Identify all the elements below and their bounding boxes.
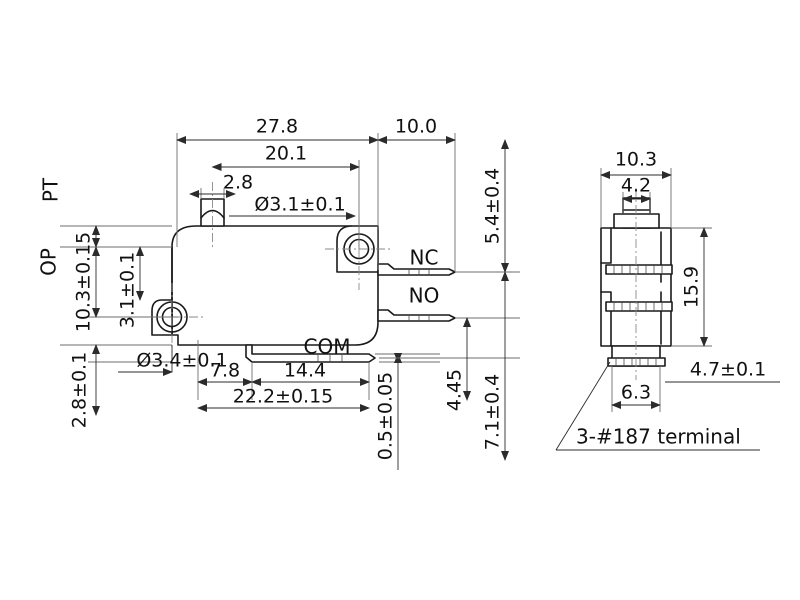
com-terminal xyxy=(245,344,376,363)
dim-side-plunger-width: 4.2 xyxy=(621,175,651,203)
dim-terminal-thickness-text: 0.5±0.05 xyxy=(375,372,397,460)
dim-bottom-offset-text: 2.8±0.1 xyxy=(69,352,91,428)
dim-total-base: 22.2±0.15 xyxy=(197,386,370,412)
side-view-dimensions: 10.3 4.2 15.9 4.7±0.1 6.3 xyxy=(555,149,780,451)
dim-hole-offset-vertical-text: 3.1±0.1 xyxy=(117,252,139,328)
label-no-text: NO xyxy=(409,284,440,308)
dim-side-terminal-offset: 4.7±0.1 xyxy=(665,359,780,383)
side-terminal-bottom xyxy=(607,357,666,367)
label-op-text: OP xyxy=(37,248,61,276)
dim-overall-height-right: 7.1±0.4 xyxy=(482,271,509,461)
side-view-geometry xyxy=(600,188,673,380)
label-pt: PT xyxy=(39,177,100,248)
side-left-step-lower xyxy=(600,291,612,347)
dim-side-terminal-offset-text: 4.7±0.1 xyxy=(690,359,766,381)
front-view-dimensions: 27.8 10.0 20.1 2.8 Ø3.1±0.1 xyxy=(37,116,520,470)
side-plunger-collar xyxy=(613,213,660,229)
dim-hole-center-span: 20.1 xyxy=(211,143,360,171)
dim-hole-offset-vertical: 3.1±0.1 xyxy=(117,246,144,328)
side-terminal-lower xyxy=(605,301,673,312)
dim-terminal-thickness: 0.5±0.05 xyxy=(375,353,440,470)
dim-hole-center-span-text: 20.1 xyxy=(265,143,307,165)
dim-nc-height: 5.4±0.4 xyxy=(482,139,509,273)
dim-op-height-text: 10.3±0.15 xyxy=(73,232,95,333)
dim-side-body-height-text: 15.9 xyxy=(681,266,703,308)
dim-mid-base: 14.4 xyxy=(251,360,370,386)
dim-op-height: 10.3±0.15 xyxy=(73,232,100,333)
dim-side-body-width-text: 10.3 xyxy=(615,149,657,171)
dim-com-height: 4.45 xyxy=(444,317,471,411)
dim-total-base-text: 22.2±0.15 xyxy=(233,386,334,408)
dim-com-height-text: 4.45 xyxy=(444,369,466,411)
dim-left-base-text: 7.8 xyxy=(210,360,240,382)
dim-side-terminal-width-text: 6.3 xyxy=(621,382,651,404)
dim-side-body-width: 10.3 xyxy=(600,149,672,179)
dim-terminal-projection-text: 10.0 xyxy=(395,116,437,138)
dim-overall-length-text: 27.8 xyxy=(256,116,298,138)
label-pt-text: PT xyxy=(39,177,63,202)
label-com-text: COM xyxy=(304,335,351,359)
dim-side-terminal-width: 6.3 xyxy=(611,366,661,412)
dim-plunger-width: 2.8 xyxy=(189,172,253,198)
dim-lower-hole-diameter-text: Ø3.4±0.1 xyxy=(136,350,227,372)
note-terminal-callout-text: 3-#187 terminal xyxy=(576,425,741,449)
dim-overall-length: 27.8 xyxy=(176,116,379,144)
dim-plunger-width-text: 2.8 xyxy=(223,172,253,194)
dim-upper-hole-diameter-text: Ø3.1±0.1 xyxy=(254,194,345,216)
dim-terminal-projection: 10.0 xyxy=(377,116,456,144)
side-left-step-upper xyxy=(600,227,612,264)
dim-upper-hole-diameter: Ø3.1±0.1 xyxy=(229,194,356,220)
dim-nc-height-text: 5.4±0.4 xyxy=(482,168,504,244)
dim-side-plunger-width-text: 4.2 xyxy=(621,175,651,197)
front-view-geometry xyxy=(138,182,456,363)
dim-left-base: 7.8 xyxy=(197,360,253,386)
side-terminal-upper xyxy=(605,264,673,275)
label-nc-text: NC xyxy=(410,246,439,270)
dim-side-body-height: 15.9 xyxy=(671,227,712,347)
dim-overall-height-right-text: 7.1±0.4 xyxy=(482,374,504,450)
dim-lower-hole-diameter: Ø3.4±0.1 xyxy=(118,345,228,376)
note-terminal-callout: 3-#187 terminal xyxy=(555,361,760,451)
plunger-dome xyxy=(200,209,225,219)
dim-bottom-offset: 2.8±0.1 xyxy=(69,344,100,428)
dim-mid-base-text: 14.4 xyxy=(284,360,326,382)
